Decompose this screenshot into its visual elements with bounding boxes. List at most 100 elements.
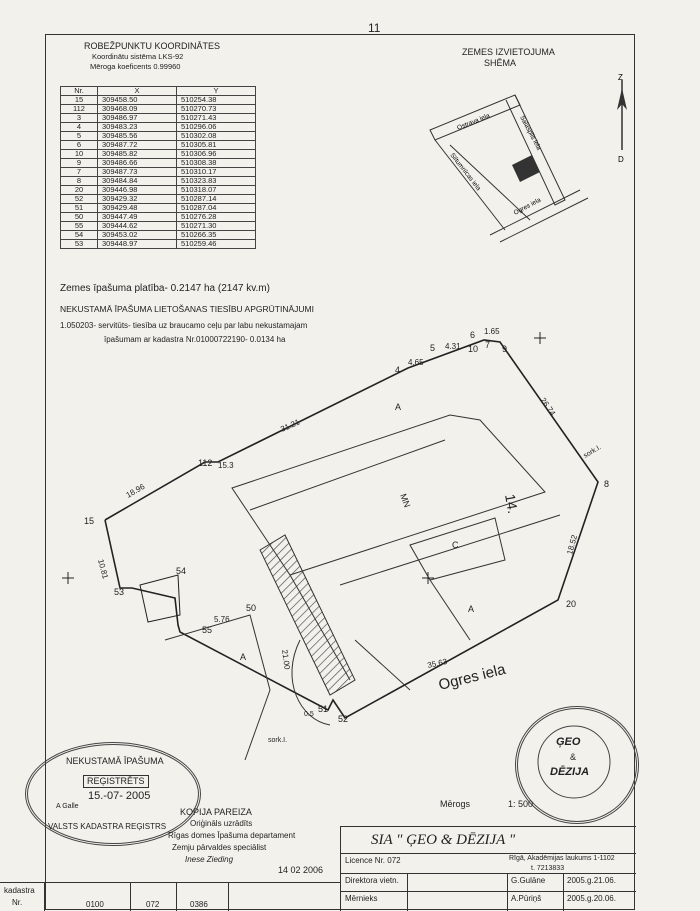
north-letter-z: Z <box>618 73 623 82</box>
dist-35-63: 35.63 <box>427 657 449 670</box>
kadastr-label-1: kadastra <box>4 886 35 895</box>
coords-cell-y: 510259.46 <box>176 239 256 249</box>
point-55: 55 <box>202 625 212 635</box>
dist-10-81: 10.81 <box>96 558 110 580</box>
copy-stamp-2: Oriģināls uzrādīts <box>190 819 253 828</box>
director-label: Direktora vietn. <box>345 876 399 885</box>
scheme-street-right <box>505 94 566 206</box>
label-sork: sork.I. <box>583 444 603 460</box>
curb-curve <box>291 639 331 726</box>
point-8: 8 <box>604 479 609 489</box>
director-name: G.Gulāne <box>511 876 546 885</box>
registered-stamp: NEKUSTAMĀ ĪPAŠUMA REĢISTRĒTS 15.-07- 200… <box>25 742 201 846</box>
restrictions-title: NEKUSTAMĀ ĪPAŠUMA LIETOŠANAS TIESĪBU APG… <box>60 304 314 314</box>
coords-title: ROBEŽPUNKTU KOORDINĀTES <box>84 41 221 51</box>
scheme-street-bottom <box>489 189 581 236</box>
label-sork-2: sork.I. <box>268 737 287 744</box>
point-50: 50 <box>246 603 256 613</box>
surveyor-date: 2005.g.20.06. <box>567 894 616 903</box>
area-text: Zemes īpašuma platība- 0.2147 ha (2147 k… <box>60 283 270 294</box>
copy-stamp-5: Inese Zieding <box>185 855 234 864</box>
building-line <box>249 439 446 511</box>
label-a-3: A <box>468 604 474 614</box>
point-20: 20 <box>566 599 576 609</box>
title-block: SIA " ĢEO & DĒZIJA " Licence Nr. 072 Rīg… <box>340 826 636 911</box>
kadastr-part-2: 072 <box>146 900 160 909</box>
phone: t. 7213833 <box>531 865 565 872</box>
dist-26-74: 26.74 <box>538 396 557 418</box>
stamp-bottom-text: VALSTS KADASTRA REĢISTRS <box>48 822 167 831</box>
stamp-date: 15.-07- 2005 <box>88 790 151 802</box>
kadastr-part-1: 0100 <box>86 900 104 909</box>
dist-0-5: 0.5 <box>304 711 314 718</box>
north-arrow-icon: Z D <box>617 73 627 164</box>
restriction-line-1: 1.050203- servitūts- tiesība uz braucamo… <box>60 321 308 330</box>
surveyor-name: A.Pūriņš <box>511 894 542 903</box>
copy-stamp-3: Rīgas domes Īpašuma departament <box>168 831 296 840</box>
copy-stamp-1: KOPIJA PAREIZA <box>180 807 252 817</box>
dist-15-3: 15.3 <box>218 461 234 470</box>
point-10: 10 <box>468 344 478 354</box>
page-number: 11 <box>368 21 381 35</box>
scheme-title: ZEMES IZVIETOJUMA <box>462 47 555 57</box>
point-54: 54 <box>176 566 186 576</box>
kadastr-table: kadastra Nr. 0100 072 0386 <box>0 882 340 911</box>
seal-logo-3: DĒZIJA <box>550 766 590 778</box>
point-52: 52 <box>338 714 348 724</box>
point-53: 53 <box>114 587 124 597</box>
dist-5-76: 5.76 <box>214 615 230 624</box>
stamp-name: A Galle <box>56 803 79 810</box>
label-a-1: A <box>395 402 401 412</box>
servitude-area <box>259 534 356 696</box>
scheme-subtitle: SHĒMA <box>484 58 517 68</box>
dist-31-21: 31.21 <box>279 417 301 434</box>
director-date: 2005.g.21.06. <box>567 876 616 885</box>
scheme-street-left2 <box>449 144 531 221</box>
scheme-parcel <box>512 155 540 182</box>
licence: Licence Nr. 072 <box>345 856 401 865</box>
kadastr-part-3: 0386 <box>190 900 208 909</box>
point-112: 112 <box>198 458 212 468</box>
copy-stamp-date: 14 02 2006 <box>278 865 324 875</box>
kadastr-label-2: Nr. <box>12 898 23 907</box>
seal-logo-2: & <box>570 752 577 762</box>
company-seal-ring <box>537 725 611 799</box>
dist-21-00: 21.00 <box>280 649 292 671</box>
stamp-registered: REĢISTRĒTS <box>83 775 149 788</box>
coords-system: Koordinātu sistēma LKS-92 <box>92 52 184 61</box>
seal-logo-1: ĢEO <box>556 736 581 748</box>
point-7: 7 <box>485 340 490 350</box>
coords-scale-factor: Mēroga koeficents 0.99960 <box>90 62 181 71</box>
stamp-top-text: NEKUSTAMĀ ĪPAŠUMA <box>66 756 164 766</box>
small-building <box>139 574 181 623</box>
company-name: SIA " ĢEO & DĒZIJA " <box>371 832 516 848</box>
north-letter-d: D <box>618 155 624 164</box>
point-51: 51 <box>318 704 328 714</box>
inner-line-2 <box>429 579 471 641</box>
location-scheme: Ostrava iela Salaspils iela Siltumnīcas … <box>429 94 589 243</box>
neighbour-line <box>164 614 271 761</box>
scale-label: Mērogs <box>440 799 471 809</box>
dist-1-65: 1.65 <box>484 327 500 336</box>
restriction-line-2: īpašumam ar kadastra Nr.01000722190- 0.0… <box>104 335 286 344</box>
dist-4-31: 4.31 <box>445 342 461 351</box>
label-c: C <box>452 540 459 550</box>
point-6: 6 <box>470 330 475 340</box>
address: Rīgā, Akadēmijas laukums 1-1102 <box>509 855 615 862</box>
building-number: 14. <box>502 493 521 515</box>
copy-stamp-4: Zemju pārvaldes speciālist <box>172 843 267 852</box>
inner-building-c <box>409 517 506 581</box>
label-mn: MN <box>398 492 412 509</box>
label-a-2: A <box>240 652 246 662</box>
inner-line-1 <box>339 514 561 586</box>
point-4: 4 <box>395 365 400 375</box>
point-5: 5 <box>430 343 435 353</box>
surveyor-label: Mērnieks <box>345 894 378 903</box>
point-15: 15 <box>84 516 94 526</box>
scheme-street-left <box>434 139 506 231</box>
